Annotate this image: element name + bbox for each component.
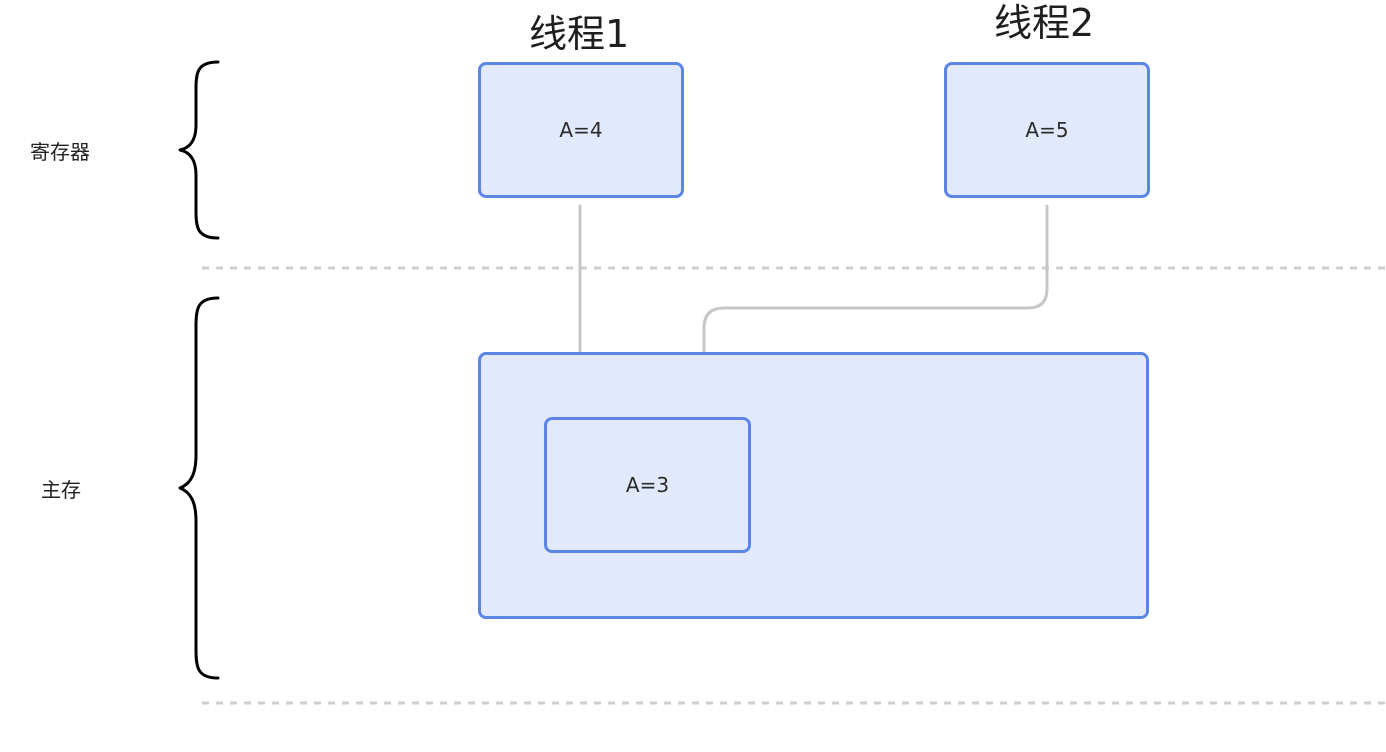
register-section-label: 寄存器 [30, 140, 90, 164]
thread1-register-value: A=4 [559, 118, 603, 142]
main-memory-variable-box: A=3 [544, 417, 751, 553]
thread1-title: 线程1 [529, 12, 630, 56]
main-memory-value: A=3 [625, 473, 670, 497]
thread1-register-box: A=4 [478, 62, 684, 198]
thread2-register-value: A=5 [1025, 118, 1069, 142]
main-memory-brace [178, 296, 220, 680]
thread2-register-box: A=5 [944, 62, 1150, 198]
thread2-arrow [702, 204, 1049, 408]
thread2-title: 线程2 [994, 1, 1095, 45]
register-brace [178, 60, 220, 240]
main-memory-section-label: 主存 [41, 478, 81, 502]
